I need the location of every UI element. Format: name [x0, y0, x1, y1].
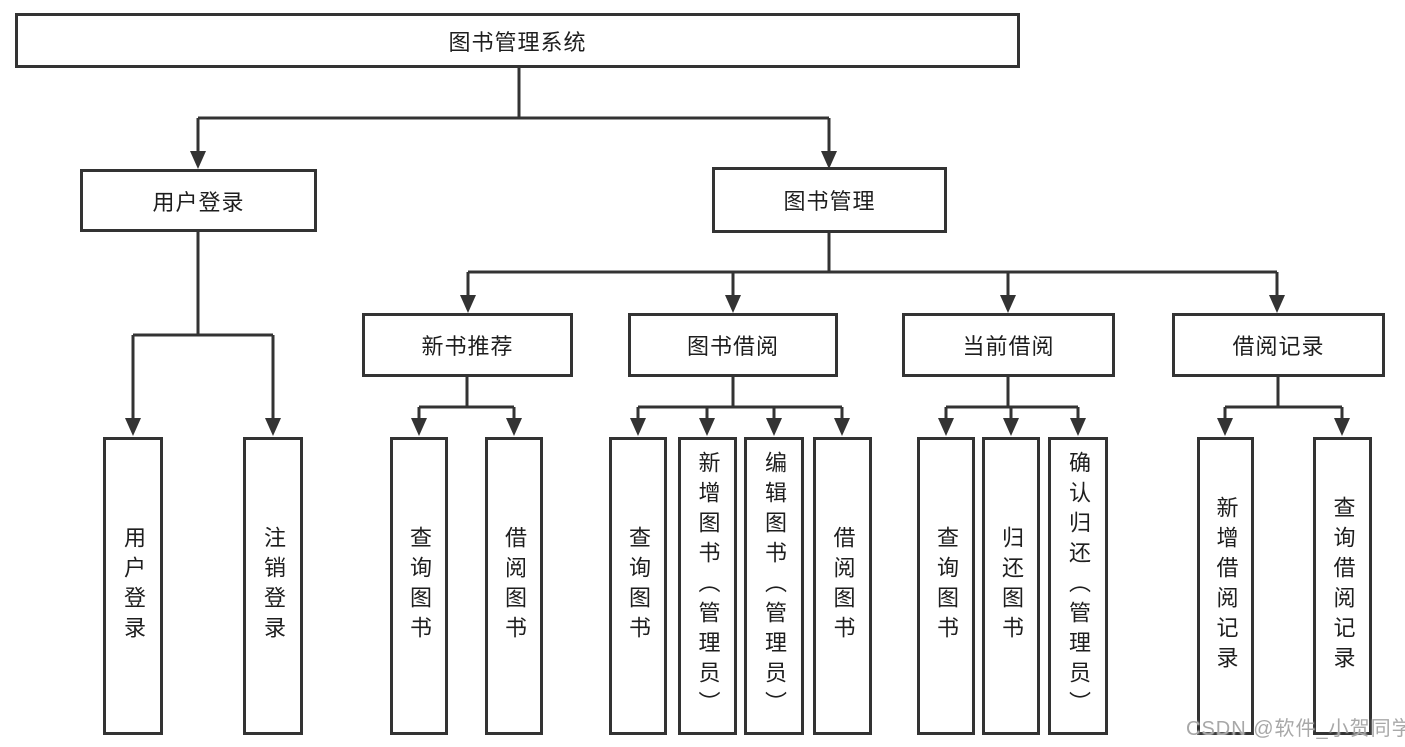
leaf-logout: 注销登录 [243, 437, 303, 735]
leaf-logout-label: 注销登录 [261, 526, 286, 646]
node-user-login-label: 用户登录 [152, 189, 245, 215]
leaf-confirm-return-admin-label: 确认归还（管理员） [1066, 451, 1091, 721]
node-book-management: 图书管理 [712, 167, 947, 233]
csdn-watermark: CSDN @软件_小贺同学 [1186, 718, 1405, 740]
leaf-user-login-label: 用户登录 [121, 526, 146, 646]
node-book-management-label: 图书管理 [783, 189, 876, 214]
node-new-book-recommend-label: 新书推荐 [421, 334, 514, 359]
leaf-query-borrow-record: 查询借阅记录 [1313, 437, 1372, 735]
leaf-query-borrow-record-label: 查询借阅记录 [1330, 496, 1356, 676]
node-current-borrow: 当前借阅 [902, 313, 1115, 377]
leaf-query-books-recommend-label: 查询图书 [407, 526, 432, 646]
tree-edges [131, 68, 1344, 420]
node-root-label: 图书管理系统 [448, 29, 587, 55]
node-borrow-records-label: 借阅记录 [1232, 334, 1325, 359]
leaf-edit-books-admin-label: 编辑图书（管理员） [762, 451, 787, 721]
leaf-add-books-admin: 新增图书（管理员） [678, 437, 737, 735]
leaf-query-books-recommend: 查询图书 [390, 437, 448, 735]
leaf-confirm-return-admin: 确认归还（管理员） [1048, 437, 1108, 735]
node-current-borrow-label: 当前借阅 [962, 334, 1055, 359]
node-book-borrow-label: 图书借阅 [686, 334, 779, 359]
leaf-add-borrow-record-label: 新增借阅记录 [1213, 496, 1239, 676]
leaf-borrow-books-recommend: 借阅图书 [485, 437, 543, 735]
leaf-query-books-current-label: 查询图书 [934, 526, 959, 646]
node-user-login: 用户登录 [80, 169, 317, 232]
node-borrow-records: 借阅记录 [1172, 313, 1385, 377]
leaf-edit-books-admin: 编辑图书（管理员） [744, 437, 804, 735]
leaf-return-books: 归还图书 [982, 437, 1040, 735]
leaf-query-books-borrow-label: 查询图书 [626, 526, 651, 646]
leaf-return-books-label: 归还图书 [999, 526, 1024, 646]
leaf-borrow-books-label: 借阅图书 [830, 526, 856, 646]
leaf-borrow-books-recommend-label: 借阅图书 [502, 526, 527, 646]
node-root: 图书管理系统 [15, 13, 1020, 68]
node-new-book-recommend: 新书推荐 [362, 313, 573, 377]
leaf-add-borrow-record: 新增借阅记录 [1197, 437, 1254, 735]
leaf-user-login: 用户登录 [103, 437, 163, 735]
leaf-add-books-admin-label: 新增图书（管理员） [695, 451, 721, 721]
node-book-borrow: 图书借阅 [628, 313, 838, 377]
leaf-borrow-books: 借阅图书 [813, 437, 872, 735]
leaf-query-books-borrow: 查询图书 [609, 437, 667, 735]
leaf-query-books-current: 查询图书 [917, 437, 975, 735]
